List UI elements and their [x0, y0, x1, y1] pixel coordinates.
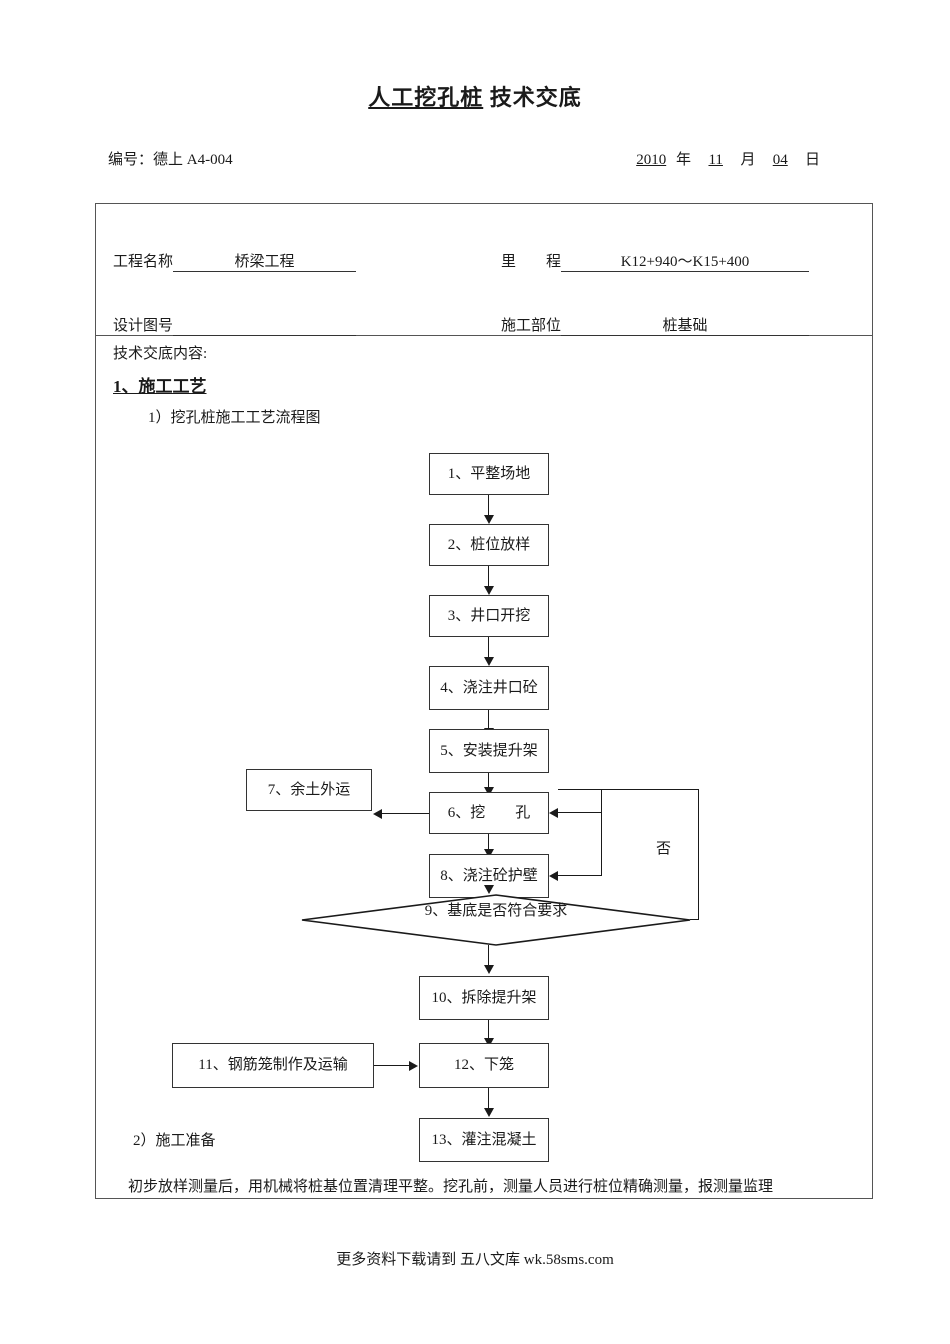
flow-node-3: 3、井口开挖	[429, 595, 549, 637]
flow-node-3-label: 3、井口开挖	[447, 607, 531, 624]
flow-node-9-label: 9、基底是否符合要求	[424, 903, 568, 919]
flow-node-12: 12、下笼	[419, 1043, 549, 1088]
diamond-shape	[301, 894, 691, 946]
flow-connector-5-6	[488, 773, 489, 790]
flow-node-2: 2、桩位放样	[429, 524, 549, 566]
document-number-value: 德上 A4-004	[153, 152, 233, 168]
flow-node-6: 6、挖 孔	[429, 792, 549, 834]
flow-node-11-label: 11、钢筋笼制作及运输	[198, 1057, 348, 1073]
flow-node-7-label: 7、余土外运	[267, 781, 351, 798]
flow-branch-label-no: 否	[656, 841, 672, 857]
flow-loop-branch-vertical	[601, 789, 602, 876]
section-title: 施工工艺	[138, 377, 207, 396]
flow-arrowhead-2-3	[484, 586, 494, 595]
flow-node-10: 10、拆除提升架	[419, 976, 549, 1020]
flow-arrowhead-6-8	[484, 849, 494, 858]
flow-arrowhead-1-2	[484, 515, 494, 524]
flow-connector-9-10	[488, 945, 489, 967]
flow-loop-segment-bottom	[690, 919, 699, 920]
flow-loop-segment-right	[698, 789, 699, 920]
date-year: 2010	[636, 152, 667, 168]
flow-arrowhead-5-6	[484, 787, 494, 796]
content-heading: 技术交底内容:	[113, 346, 208, 362]
flow-arrowhead-loop-to-8	[549, 871, 558, 881]
field-drawing-no-label: 设计图号	[113, 318, 174, 334]
field-mileage-label: 里 程	[501, 254, 562, 270]
flow-node-13-label: 13、灌注混凝土	[431, 1131, 537, 1148]
flow-arrowhead-6-7	[373, 809, 382, 819]
flow-connector-12-13	[488, 1088, 489, 1110]
document-date: 2010 年 11 月 04 日	[630, 148, 820, 169]
flow-arrowhead-8-9	[484, 885, 494, 894]
date-year-unit: 年	[675, 152, 691, 168]
flow-node-8-label: 8、浇注砼护壁	[440, 867, 538, 884]
flow-node-11: 11、钢筋笼制作及运输	[172, 1043, 374, 1088]
section-number: 1、	[113, 377, 139, 396]
page-title-rest: 技术交底	[483, 85, 582, 110]
flow-connector-2-3	[488, 566, 489, 588]
flow-connector-3-4	[488, 637, 489, 659]
field-work-part-value: 桩基础	[561, 314, 810, 336]
field-project-name: 工程名称桥梁工程	[113, 250, 357, 272]
flow-node-9	[301, 894, 691, 946]
field-drawing-no: 设计图号	[113, 314, 357, 336]
flow-connector-11-12	[374, 1065, 410, 1066]
field-project-name-value: 桥梁工程	[173, 250, 357, 272]
flow-arrowhead-9-10	[484, 965, 494, 974]
flow-loop-to-6	[558, 812, 602, 813]
flow-node-6-label: 6、挖 孔	[447, 804, 531, 821]
flowchart: 1、平整场地 2、桩位放样 3、井口开挖 4、浇注井口砼	[96, 204, 874, 1200]
flow-connector-10-12	[488, 1020, 489, 1040]
footer-text: 更多资料下载请到 五八文库 wk.58sms.com	[336, 1252, 614, 1268]
date-day-unit: 日	[804, 152, 820, 168]
page-title: 人工挖孔桩 技术交底	[0, 80, 950, 112]
flow-connector-6-8	[488, 834, 489, 852]
sub-item-2: 2）施工准备	[133, 1133, 216, 1149]
document-number-label: 编号：	[108, 152, 154, 168]
header-row: 编号：德上 A4-004 2010 年 11 月 04 日	[108, 148, 868, 169]
flow-connector-6-7	[382, 813, 429, 814]
date-month-unit: 月	[740, 152, 756, 168]
flow-arrowhead-11-12	[409, 1061, 418, 1071]
flow-node-2-label: 2、桩位放样	[447, 536, 531, 553]
flow-connector-4-5	[488, 710, 489, 730]
flow-node-1-label: 1、平整场地	[447, 465, 531, 482]
page-title-underlined: 人工挖孔桩	[368, 85, 484, 110]
flow-arrowhead-10-12	[484, 1038, 494, 1047]
date-day: 04	[772, 152, 788, 168]
sub-item-1: 1）挖孔桩施工工艺流程图	[148, 410, 321, 426]
field-project-name-label: 工程名称	[113, 254, 174, 270]
flow-arrowhead-3-4	[484, 657, 494, 666]
field-work-part-label: 施工部位	[501, 318, 562, 334]
flow-arrowhead-12-13	[484, 1108, 494, 1117]
flow-node-13: 13、灌注混凝土	[419, 1118, 549, 1162]
field-mileage-value: K12+940～K15+400	[561, 250, 810, 272]
flow-loop-segment-top	[558, 789, 699, 790]
flow-node-4-label: 4、浇注井口砼	[440, 679, 538, 696]
flow-node-4: 4、浇注井口砼	[429, 666, 549, 710]
flow-arrowhead-loop-to-6	[549, 808, 558, 818]
date-month: 11	[708, 152, 723, 168]
flow-node-7: 7、余土外运	[246, 769, 372, 811]
flow-node-5: 5、安装提升架	[429, 729, 549, 773]
flow-loop-to-8	[558, 875, 602, 876]
flow-node-5-label: 5、安装提升架	[440, 742, 538, 759]
tail-paragraph: 初步放样测量后，用机械将桩基位置清理平整。挖孔前，测量人员进行桩位精确测量，报测…	[128, 1179, 774, 1195]
flow-connector-1-2	[488, 495, 489, 517]
field-drawing-no-value	[173, 318, 357, 336]
flow-node-12-label: 12、下笼	[453, 1057, 514, 1073]
flow-node-1: 1、平整场地	[429, 453, 549, 495]
document-number: 编号：德上 A4-004	[108, 148, 233, 169]
section-heading: 1、施工工艺	[113, 372, 207, 397]
flow-node-10-label: 10、拆除提升架	[431, 989, 537, 1006]
field-work-part: 施工部位桩基础	[501, 314, 810, 336]
